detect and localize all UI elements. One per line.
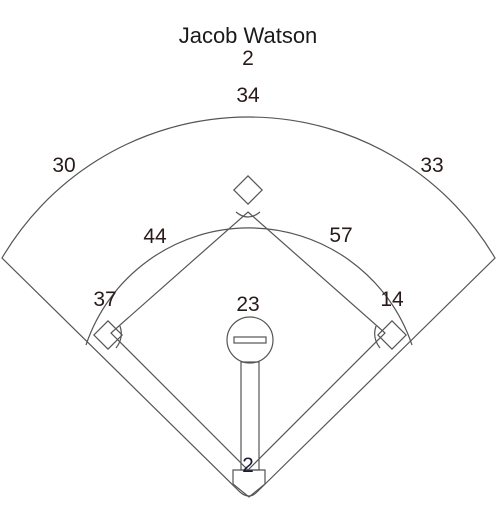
right-field-label: 33 [420,154,443,177]
first-base-label: 14 [380,288,404,311]
left-field-label: 30 [52,154,75,177]
base-paths [110,211,386,471]
second-base [233,175,263,205]
catcher-label: 2 [242,454,254,477]
infield-grass [115,211,381,349]
player-number: 2 [242,47,254,70]
pitcher-rubber [233,336,267,344]
home-plate [232,469,266,498]
third-base [93,320,123,350]
shortstop-label: 44 [143,225,167,248]
center-field-label: 34 [236,84,260,107]
pitcher-label: 23 [236,293,259,316]
infield-arc [85,227,413,346]
player-name: Jacob Watson [179,23,318,48]
second-base-label: 57 [329,224,352,247]
outfield-boundary [1,116,496,497]
third-base-label: 37 [93,288,116,311]
first-base [377,320,407,350]
pitcher-mound [226,316,274,364]
